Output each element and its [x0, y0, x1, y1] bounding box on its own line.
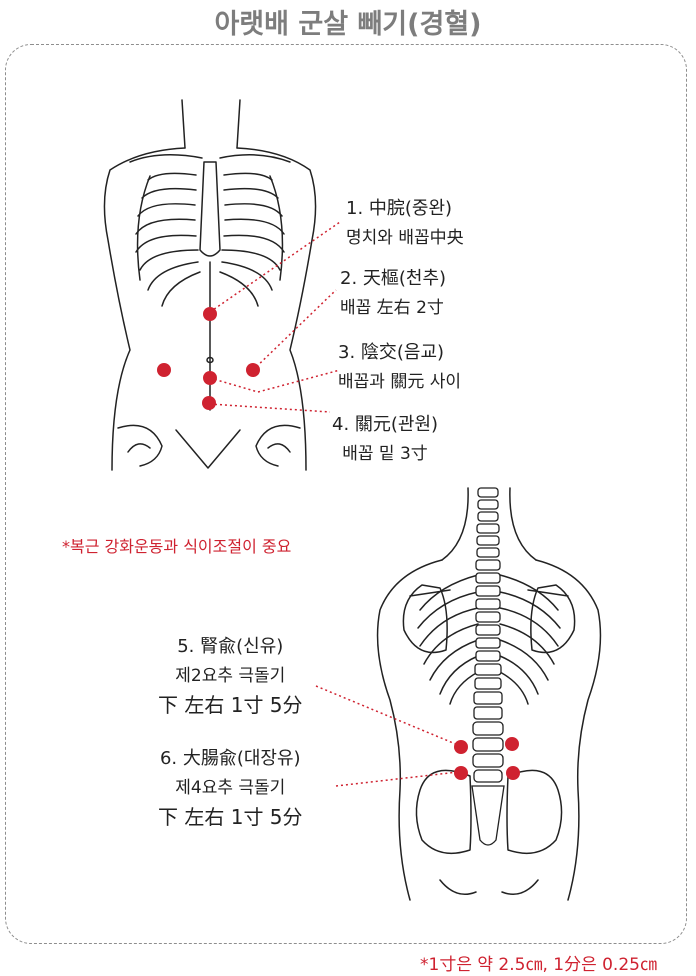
point-daejangyu-right — [506, 766, 520, 780]
point-eumgyo — [203, 371, 217, 385]
label-point-3-desc: 배꼽과 關元 사이 — [338, 372, 462, 392]
point-cheonchu-left — [157, 363, 171, 377]
point-cheonchu-right — [246, 363, 260, 377]
acupoint-markers — [157, 307, 520, 780]
label-point-5-desc: 제2요추 극돌기 — [175, 666, 286, 686]
point-jungwan — [203, 307, 217, 321]
label-point-3-name: 3. 陰交(음교) — [338, 342, 445, 363]
page-title: 아랫배 군살 빼기(경혈) — [214, 9, 482, 40]
label-point-1: 1. 中脘(중완) 명치와 배꼽中央 — [346, 194, 464, 252]
label-point-1-desc: 명치와 배꼽中央 — [346, 228, 464, 248]
label-point-5-name: 5. 腎兪(신유) — [177, 636, 284, 657]
label-point-4-name: 4. 關元(관원) — [332, 414, 439, 435]
label-point-4: 4. 關元(관원) 배꼽 밑 3寸 — [332, 410, 438, 468]
label-point-3: 3. 陰交(음교) 배꼽과 關元 사이 — [338, 338, 461, 396]
label-point-5-loc: 下 左右 1寸 5分 — [158, 693, 303, 717]
label-point-1-name: 1. 中脘(중완) — [346, 198, 453, 219]
dashed-frame — [5, 44, 687, 944]
label-point-6-loc: 下 左右 1寸 5分 — [158, 805, 303, 829]
front-torso-figure — [103, 99, 317, 471]
label-point-6-name: 6. 大腸兪(대장유) — [159, 748, 301, 769]
label-point-6-desc: 제4요추 극돌기 — [175, 778, 286, 798]
point-daejangyu-left — [454, 766, 468, 780]
label-point-4-desc: 배꼽 밑 3寸 — [342, 444, 428, 464]
unit-footnote: *1寸은 약 2.5㎝, 1分은 0.25㎝ — [420, 955, 657, 975]
back-torso-figure — [376, 487, 602, 901]
point-gwanwon — [202, 396, 216, 410]
label-point-2-desc: 배꼽 左右 2寸 — [340, 298, 444, 318]
exercise-note: *복근 강화운동과 식이조절이 중요 — [62, 537, 292, 556]
point-sinyu-left — [454, 740, 468, 754]
label-point-2-name: 2. 天樞(천추) — [340, 268, 447, 289]
spine-vertebrae — [471, 487, 505, 846]
label-point-2: 2. 天樞(천추) 배꼽 左右 2寸 — [340, 264, 446, 322]
label-point-5: 5. 腎兪(신유) 제2요추 극돌기 下 左右 1寸 5分 — [158, 632, 303, 720]
point-sinyu-right — [505, 737, 519, 751]
label-point-6: 6. 大腸兪(대장유) 제4요추 극돌기 下 左右 1寸 5分 — [158, 744, 303, 832]
leader-lines — [209, 221, 459, 787]
